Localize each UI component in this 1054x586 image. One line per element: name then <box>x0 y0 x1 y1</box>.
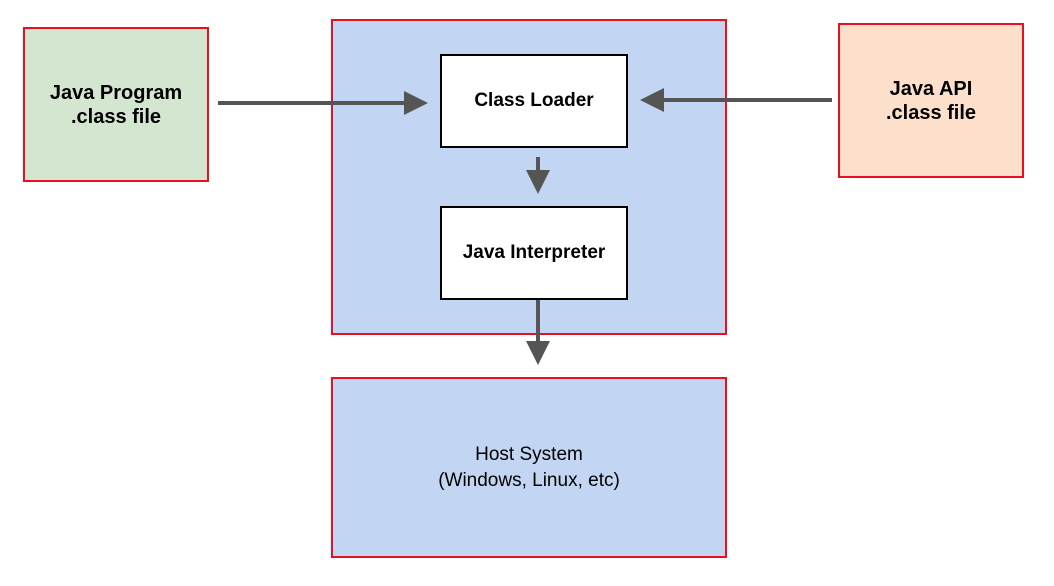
java-api-node: Java API .class file <box>838 23 1024 178</box>
java-interpreter-label: Java Interpreter <box>462 242 606 263</box>
class-loader-label: Class Loader <box>474 90 594 111</box>
java-program-subtitle: .class file <box>70 105 162 128</box>
java-program-title: Java Program <box>49 81 183 104</box>
java-program-node: Java Program .class file <box>23 27 209 182</box>
class-loader-node: Class Loader <box>440 54 628 148</box>
host-system-node: Host System (Windows, Linux, etc) <box>331 377 727 558</box>
java-api-title: Java API <box>889 77 973 100</box>
java-interpreter-node: Java Interpreter <box>440 206 628 300</box>
host-system-subtitle: (Windows, Linux, etc) <box>438 469 620 491</box>
java-api-subtitle: .class file <box>885 101 977 124</box>
host-system-title: Host System <box>475 443 583 465</box>
